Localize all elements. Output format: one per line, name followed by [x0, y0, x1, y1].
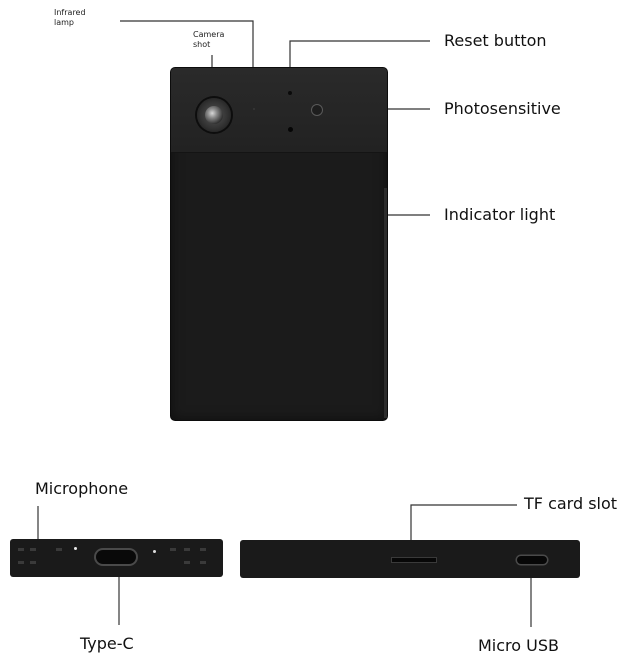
device-side-edge	[384, 188, 387, 418]
vent-slot	[56, 548, 62, 551]
photosensitive-label: Photosensitive	[444, 99, 561, 118]
vent-slot	[170, 548, 176, 551]
reset-button-hole	[288, 91, 292, 95]
microphone-label: Microphone	[35, 479, 129, 498]
vent-slot	[18, 548, 24, 551]
indicator-light-dot	[288, 127, 293, 132]
vent-slot	[184, 548, 190, 551]
tf-card-slot	[392, 558, 436, 562]
type-c-port	[96, 550, 136, 564]
camera-lens-glass	[205, 106, 223, 124]
device-edge-view-left	[10, 539, 223, 577]
indicator-light-label: Indicator light	[444, 205, 556, 224]
type-c-label: Type-C	[80, 634, 134, 653]
vent-slot	[18, 561, 24, 564]
vent-slot	[30, 561, 36, 564]
microphone-hole	[74, 547, 77, 550]
micro-usb-port	[517, 556, 547, 564]
micro-usb-label: Micro USB	[478, 636, 559, 655]
photosensitive-sensor	[311, 104, 323, 116]
tf-card-slot-label: TF card slot	[524, 494, 618, 513]
vent-slot	[200, 561, 206, 564]
reset-button-label: Reset button	[444, 31, 547, 50]
vent-slot	[30, 548, 36, 551]
infrared-lamp	[253, 108, 255, 110]
camera-shot-label: Camera shot	[193, 30, 225, 49]
vent-slot	[184, 561, 190, 564]
vent-slot	[200, 548, 206, 551]
device-edge-view-right	[240, 540, 580, 578]
infrared-lamp-label: Infrared lamp	[54, 8, 86, 27]
small-hole	[153, 550, 156, 553]
camera-device-front	[171, 68, 387, 420]
